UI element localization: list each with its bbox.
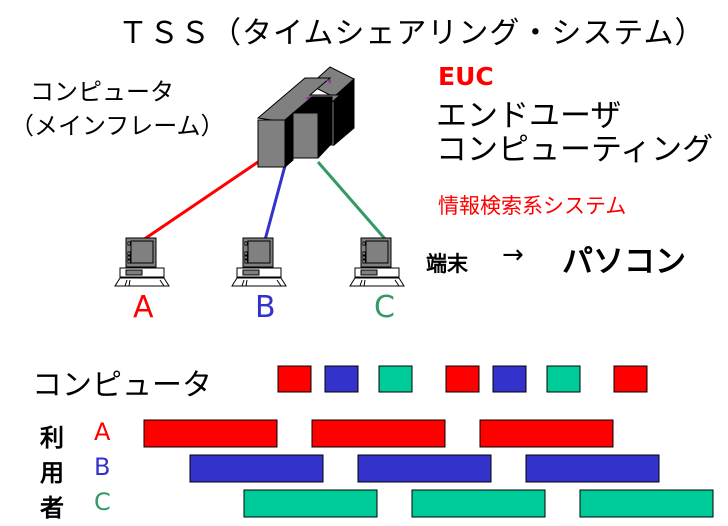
euc-abbreviation: EUC [438,62,494,91]
user-bar-a [311,419,446,448]
connection-line-c [316,161,388,241]
arrow-icon: → [502,240,524,270]
terminal-icon-a [114,237,170,287]
computer-slot-c [546,365,581,393]
pc-label: パソコン [562,244,686,280]
computer-slot-a [277,365,312,393]
timeline-user-b: B [94,453,111,481]
user-a-label: A [133,290,154,325]
timeline-user-c: C [94,488,111,516]
user-c-label: C [374,290,395,325]
connection-line-a [142,160,259,242]
user-label-char: 用 [40,459,64,487]
computer-slot-a [445,365,480,393]
user-bar-b [189,454,324,483]
info-system-label: 情報検索系システム [438,194,627,218]
euc-line1: エンドユーザ [436,98,622,134]
timeline-user-a: A [94,418,111,446]
computer-slot-b [492,365,527,393]
timeline-computer-label: コンピュータ [32,368,212,403]
user-bar-c [411,489,546,518]
mainframe-icon [256,66,355,169]
user-bar-b [525,454,660,483]
terminal-icon-c [349,237,405,287]
page-title: ＴＳＳ（タイムシェアリング・システム） [118,16,706,51]
computer-time-slots [277,365,648,393]
computer-slot-a [613,365,648,393]
user-b-label: B [255,290,276,325]
terminal-label: 端末 [426,252,468,276]
user-label-char: 利 [40,424,64,452]
user-bar-a [143,419,278,448]
connection-line-b [263,161,288,241]
user-bar-c [243,489,378,518]
mainframe-label: コンピュータ [30,78,174,106]
computer-slot-b [324,365,359,393]
euc-line2: コンピューティング [436,132,714,168]
user-bar-b [357,454,492,483]
user-bar-a [479,419,614,448]
terminal-icon-b [231,237,287,287]
user-time-bars [143,419,714,518]
user-bar-c [579,489,714,518]
user-label-char: 者 [40,494,64,522]
computer-slot-c [378,365,413,393]
mainframe-sublabel: （メインフレーム） [10,112,225,140]
